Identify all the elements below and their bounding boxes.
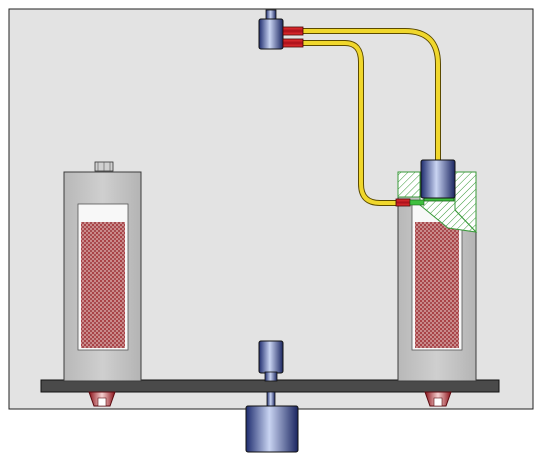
left-housing: [63, 161, 142, 382]
center-post: [258, 340, 284, 382]
red-connector-side: [395, 198, 411, 207]
red-connector-top: [282, 26, 304, 36]
bottom-cylinder-group: [245, 391, 299, 453]
yellow-cables: [299, 28, 441, 206]
center-post-cylinder: [258, 340, 284, 374]
right-sensor: [420, 159, 456, 199]
top-connector: [258, 9, 304, 50]
right-foot: [424, 391, 452, 407]
top-connector-cylinder: [258, 18, 284, 50]
hatched-bracket: [395, 171, 478, 234]
base-plate: [40, 379, 500, 393]
right-sensor-cylinder: [420, 159, 456, 199]
bottom-cylinder: [245, 405, 299, 453]
red-connector-bottom: [282, 38, 304, 48]
left-foot: [88, 391, 116, 407]
